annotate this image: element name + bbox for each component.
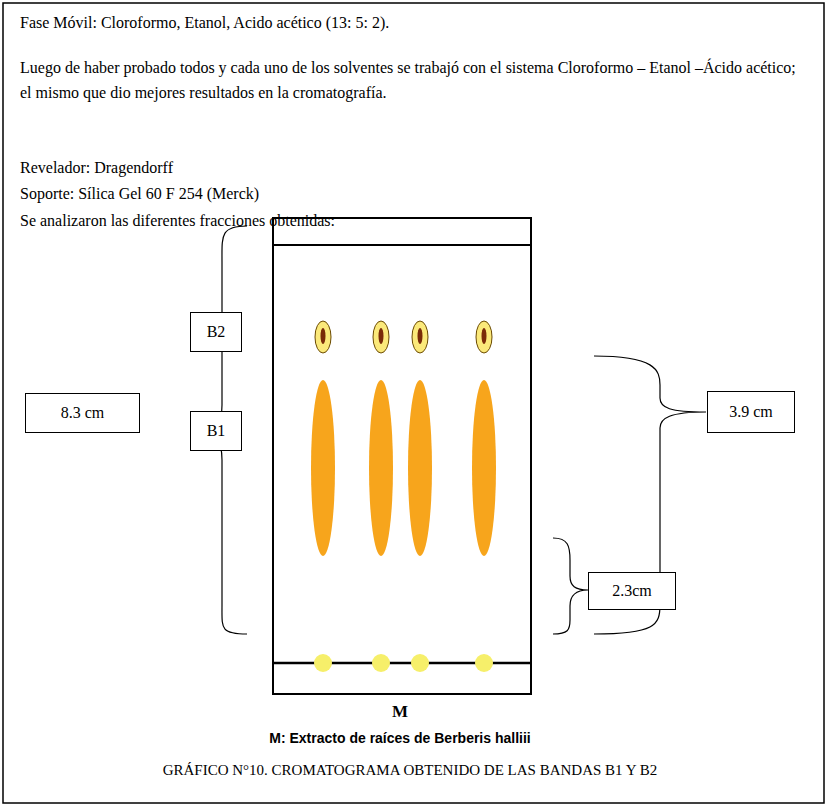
bands-b1 [311,380,496,556]
box-text: B1 [207,422,226,440]
dimension-box: 3.9 cm [707,391,795,433]
sample-label: M [340,701,460,723]
dimension-box: 8.3 cm [25,393,140,433]
origin-spots [314,654,493,672]
mobile-phase-text: Fase Móvil: Cloroformo, Etanol, Acido ac… [20,12,810,34]
brace-b1 [553,538,588,634]
band-label-box: B2 [190,312,242,352]
box-text: 8.3 cm [61,404,105,422]
developer-text: Revelador: Dragendorff [20,157,720,179]
band-label-box: B1 [190,411,242,451]
paragraph-text: Luego de haber probado todos y cada uno … [20,55,805,105]
spots-b2 [315,321,492,353]
tlc-plate [273,218,531,694]
intro-text: Se analizaron las diferentes fracciones … [20,210,720,232]
box-text: 2.3cm [612,582,652,600]
figure-caption: GRÁFICO N°10. CROMATOGRAMA OBTENIDO DE L… [80,759,740,781]
support-text: Soporte: Sílica Gel 60 F 254 (Merck) [20,183,720,205]
solvent-front [273,244,531,246]
box-text: B2 [207,323,226,341]
legend-note: M: Extracto de raíces de Berberis hallii… [200,727,600,749]
dimension-box: 2.3cm [588,572,676,610]
box-text: 3.9 cm [729,403,773,421]
page-frame [3,3,824,803]
